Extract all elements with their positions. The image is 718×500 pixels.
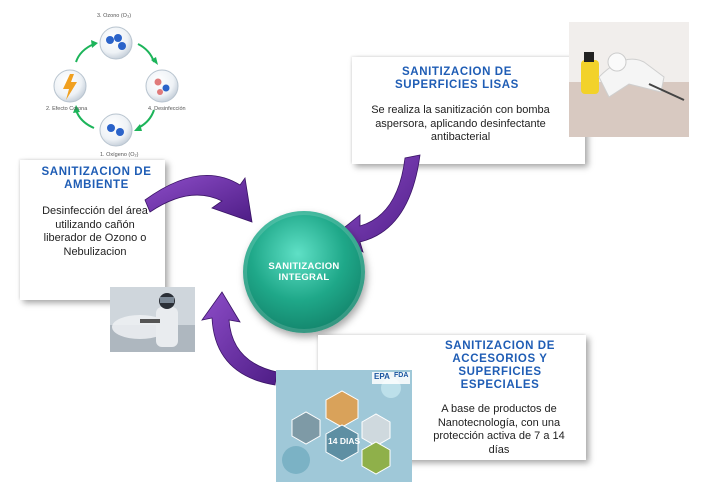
fogging-worker-photo	[110, 287, 195, 352]
accesorios-title: SANITIZACION DE ACCESORIOS Y SUPERFICIES…	[445, 340, 555, 391]
cycle-label-top: 3. Ozono (O₃)	[97, 13, 132, 19]
cycle-label-right: 4. Desinfección	[148, 106, 186, 112]
ambiente-body: Desinfección del área utilizando cañón l…	[42, 205, 148, 258]
card-superficies-lisas: SANITIZACION DE SUPERFICIES LISAS Se rea…	[352, 57, 585, 164]
superficies-lisas-body: Se realiza la sanitización con bomba asp…	[371, 104, 550, 143]
ozone-cycle-graphic	[53, 26, 179, 147]
accesorios-body: A base de productos de Nanotecnología, c…	[433, 403, 565, 456]
days-label: 14 DIAS	[328, 436, 361, 446]
cycle-label-left: 2. Efecto Corona	[46, 106, 88, 112]
ozone-cycle: 3. Ozono (O₃) 4. Desinfección 2. Efecto …	[46, 10, 186, 165]
fda-badge: FDA	[394, 372, 409, 379]
nanotech-image: EPA FDA 14 DIAS	[276, 370, 412, 482]
spraying-worker-photo	[569, 22, 689, 137]
card-ambiente: SANITIZACION DE AMBIENTE Desinfección de…	[20, 160, 165, 300]
center-circle: SANITIZACION INTEGRAL	[243, 211, 365, 333]
ambiente-title: SANITIZACION DE AMBIENTE	[41, 166, 152, 191]
cycle-label-bottom: 1. Oxígeno (O₂)	[100, 152, 139, 158]
epa-badge: EPA	[374, 372, 390, 381]
superficies-lisas-title: SANITIZACION DE SUPERFICIES LISAS	[395, 66, 519, 91]
center-label: SANITIZACION INTEGRAL	[268, 261, 340, 283]
